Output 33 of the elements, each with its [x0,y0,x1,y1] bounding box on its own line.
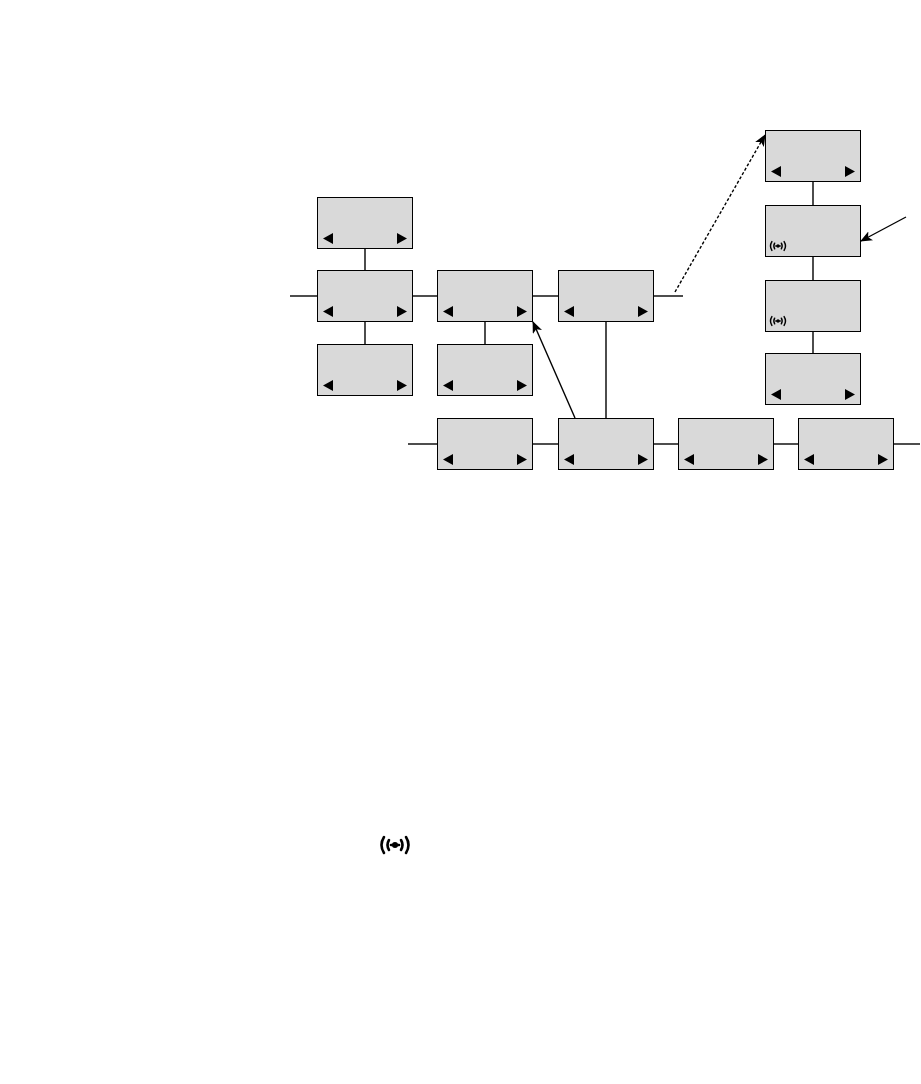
screen-box [765,205,861,257]
screen-box [798,418,894,470]
connector-line [289,295,318,297]
screen-box [317,197,413,249]
screen-box [437,418,533,470]
connector-line [364,248,366,271]
screen-box [317,270,413,322]
connector-line [812,256,814,281]
connector-line [532,443,559,445]
connector-line [532,295,559,297]
connector-line [484,321,486,345]
screen-box [678,418,774,470]
connector-line [412,295,438,297]
connector-line [653,443,679,445]
connector-line [653,295,684,297]
screen-box [437,344,533,396]
connector-line [605,321,607,419]
arrow [674,134,766,293]
connector-line [893,443,921,445]
connector-line [407,443,438,445]
connector-line [773,443,799,445]
screen-box [765,280,861,332]
connector-line [812,331,814,354]
connector-line [364,321,366,345]
screen-box [437,270,533,322]
screen-box [558,270,654,322]
arrow [532,321,576,419]
connector-line [812,181,814,206]
arrow [860,216,907,242]
screen-box [765,130,861,182]
screen-box [317,344,413,396]
screen-box [558,418,654,470]
screen-box [765,353,861,405]
